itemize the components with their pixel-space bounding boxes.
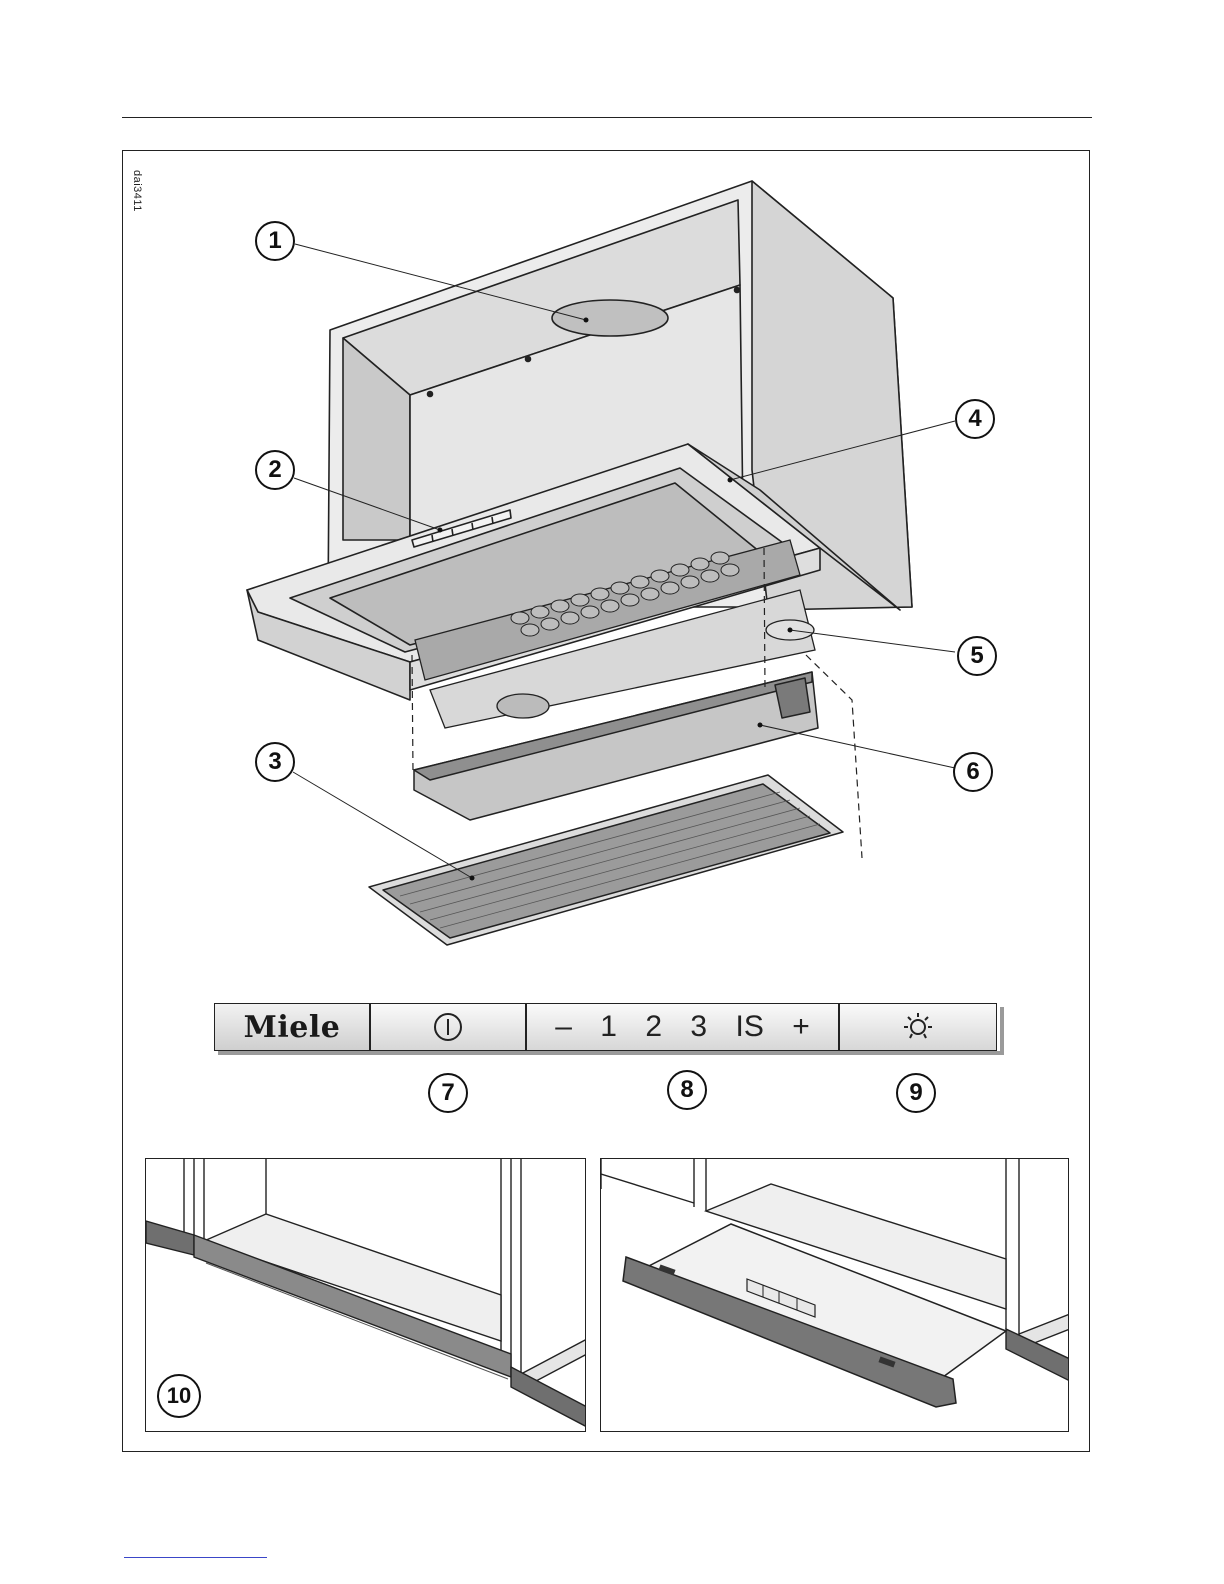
brand-logo: Miele [214,1003,370,1051]
callout-8: 8 [667,1070,707,1110]
fan-decrease-button[interactable]: – [555,1010,572,1044]
callout-2: 2 [255,450,295,490]
bottom-rule [124,1557,267,1558]
fan-speed-3-button[interactable]: 3 [690,1010,707,1044]
fan-speed-2-button[interactable]: 2 [645,1010,662,1044]
power-icon [432,1011,464,1043]
inset-closed-hood [145,1158,586,1432]
power-button[interactable] [370,1003,526,1051]
control-panel: Miele – 1 2 3 IS + [214,1003,1000,1051]
callout-1: 1 [255,221,295,261]
callout-6: 6 [953,752,993,792]
callout-4: 4 [955,399,995,439]
brand-logo-text: Miele [244,1010,341,1045]
light-icon [900,1011,936,1043]
light-button[interactable] [839,1003,997,1051]
callout-10: 10 [157,1374,201,1418]
callout-7: 7 [428,1073,468,1113]
fan-speed-buttons: – 1 2 3 IS + [526,1003,839,1051]
callout-3: 3 [255,742,295,782]
callout-5: 5 [957,636,997,676]
fan-speed-1-button[interactable]: 1 [600,1010,617,1044]
closed-hood-drawing [146,1159,586,1432]
inset-open-hood [600,1158,1069,1432]
fan-increase-button[interactable]: + [792,1010,810,1044]
fan-intensive-button[interactable]: IS [736,1010,764,1044]
callout-9: 9 [896,1073,936,1113]
open-hood-drawing [601,1159,1069,1432]
